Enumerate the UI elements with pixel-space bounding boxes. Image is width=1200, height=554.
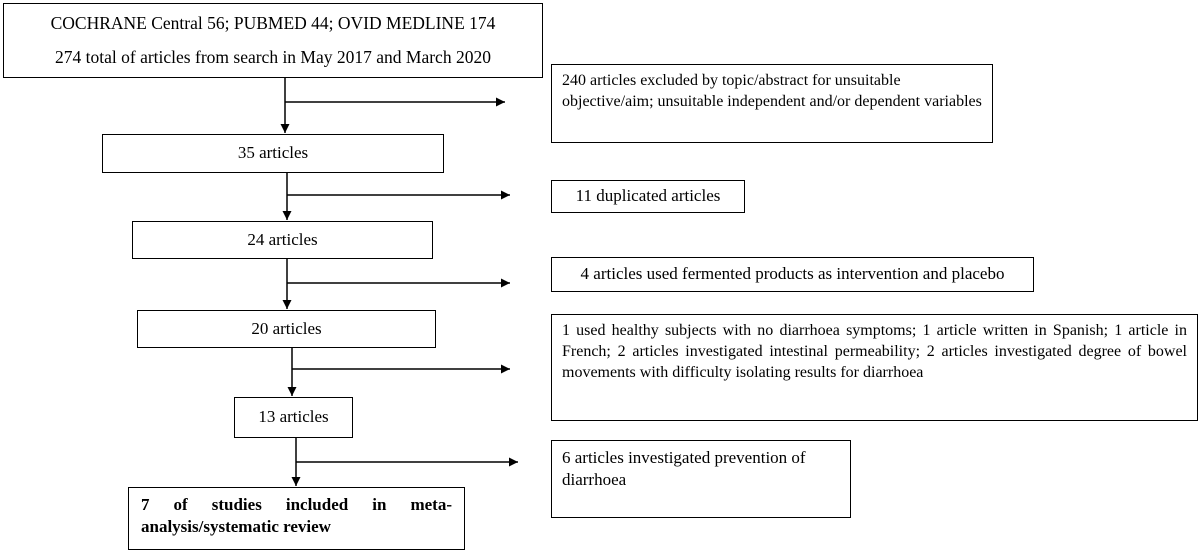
count-box-35: 35 articles (102, 134, 444, 173)
exclusion-box-2: 11 duplicated articles (551, 180, 745, 213)
exclusion-box-5: 6 articles investigated prevention of di… (551, 440, 851, 518)
search-box: COCHRANE Central 56; PUBMED 44; OVID MED… (3, 3, 543, 78)
final-included-box: 7 of studies included in meta-analysis/s… (128, 487, 465, 550)
exclusion-box-3: 4 articles used fermented products as in… (551, 257, 1034, 292)
count-box-20: 20 articles (137, 310, 436, 348)
exclusion-box-1: 240 articles excluded by topic/abstract … (551, 64, 993, 143)
count-box-24: 24 articles (132, 221, 433, 259)
search-total-text: 274 total of articles from search in May… (55, 47, 491, 68)
count-box-13: 13 articles (234, 397, 353, 438)
exclusion-box-4: 1 used healthy subjects with no diarrhoe… (551, 314, 1198, 421)
search-databases-text: COCHRANE Central 56; PUBMED 44; OVID MED… (50, 12, 496, 33)
